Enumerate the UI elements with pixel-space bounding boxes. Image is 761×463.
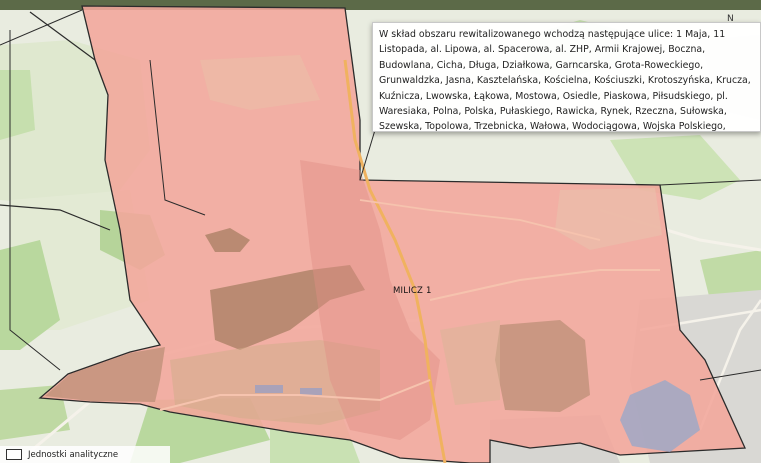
forest-area xyxy=(700,250,761,300)
unit-boundary xyxy=(9,30,61,371)
legend-label: Jednostki analityczne xyxy=(28,449,119,460)
streets-info-text: W skład obszaru rewitalizowanego wchodzą… xyxy=(379,29,751,132)
forest-area xyxy=(610,135,740,200)
map-legend: Jednostki analityczne xyxy=(0,446,170,463)
area-label-milicz: MILICZ 1 xyxy=(393,286,432,296)
field-dark xyxy=(205,228,250,252)
field-light xyxy=(170,340,380,425)
road xyxy=(429,269,660,301)
legend-swatch-analytical-units xyxy=(6,449,22,460)
unit-boundary xyxy=(29,11,96,61)
forest-area xyxy=(0,240,60,350)
north-arrow-label: N xyxy=(727,14,734,24)
field-dark xyxy=(45,347,165,402)
field-light xyxy=(440,320,500,405)
streets-info-box: W skład obszaru rewitalizowanego wchodzą… xyxy=(372,22,761,132)
water-pond xyxy=(300,388,322,395)
water-pond xyxy=(620,380,700,452)
forest-area xyxy=(0,70,35,140)
main-road xyxy=(343,59,447,463)
field-light xyxy=(555,188,662,250)
unit-boundary xyxy=(699,369,761,381)
town-center xyxy=(300,160,440,440)
field-light xyxy=(200,55,320,110)
unit-boundary xyxy=(0,204,111,231)
field-dark xyxy=(210,265,365,350)
water-pond xyxy=(255,385,283,393)
unit-boundary xyxy=(659,179,761,186)
road xyxy=(159,379,431,411)
road xyxy=(359,199,601,241)
unit-boundary xyxy=(359,129,376,181)
unit-boundary xyxy=(0,9,83,46)
field-dark xyxy=(495,320,590,412)
unit-boundary xyxy=(149,59,206,216)
